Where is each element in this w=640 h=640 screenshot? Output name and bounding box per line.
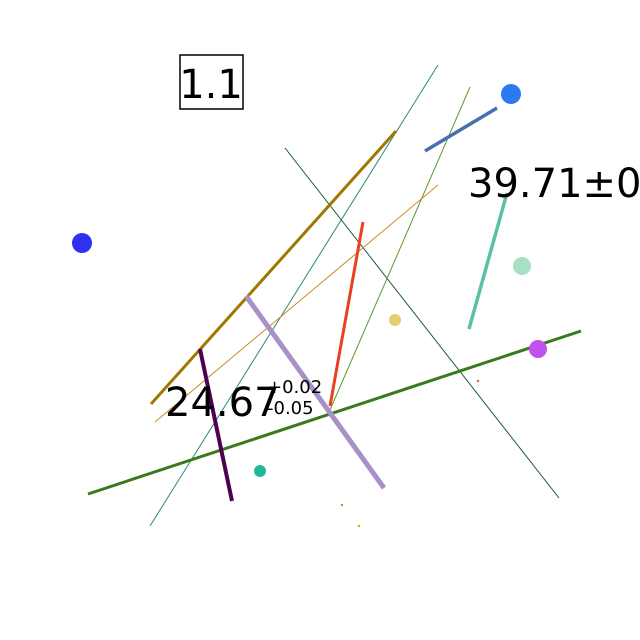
thin-dark-green-line bbox=[284, 147, 560, 499]
thin-teal-line bbox=[149, 64, 439, 527]
tiny-orange-dot bbox=[476, 379, 480, 383]
red-line bbox=[328, 221, 365, 407]
value-label-sup: +0.02 bbox=[267, 377, 322, 398]
boxed-label-frame bbox=[179, 54, 244, 110]
olive-line bbox=[149, 129, 398, 406]
value-label-sub: -0.05 bbox=[267, 398, 314, 419]
teal-dot bbox=[254, 465, 266, 477]
mint-dot bbox=[513, 257, 531, 275]
thin-orange-line bbox=[154, 184, 439, 423]
green-line bbox=[87, 329, 582, 496]
purple-line bbox=[198, 348, 234, 502]
violet-dot bbox=[529, 340, 547, 358]
blue-dot bbox=[501, 84, 521, 104]
tiny-orange-dot bbox=[340, 503, 344, 507]
value-label-main: 24.67 bbox=[165, 380, 280, 426]
value-label-right: 39.71±0.0 bbox=[468, 161, 640, 207]
lavender-line bbox=[243, 294, 387, 490]
blue-line bbox=[424, 106, 498, 153]
tiny-orange-dot bbox=[357, 524, 361, 528]
yellow-dot bbox=[389, 314, 401, 326]
boxed-label: 1.1 bbox=[179, 62, 243, 108]
teal-line bbox=[467, 192, 509, 330]
indigo-dot bbox=[72, 233, 92, 253]
thin-olive-green-line bbox=[329, 86, 471, 411]
